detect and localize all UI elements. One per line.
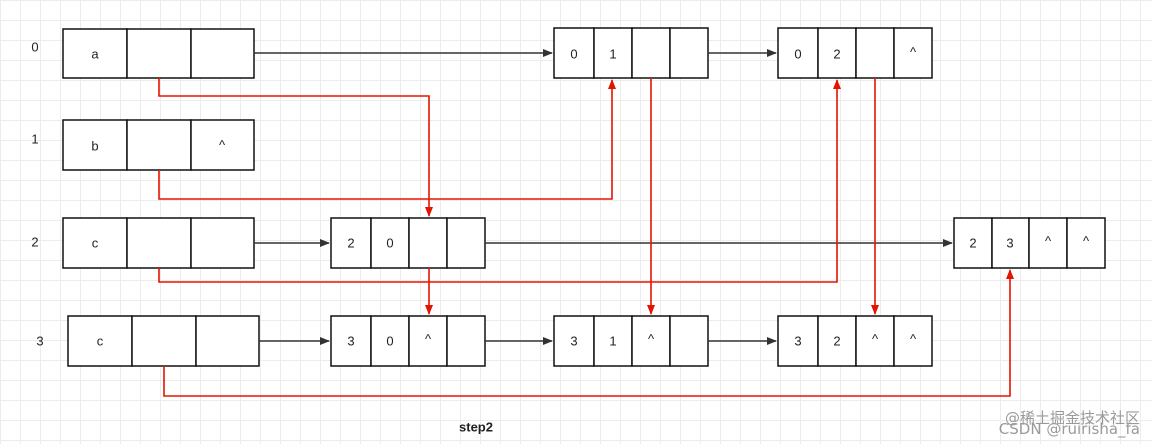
headvex-text: 1: [609, 334, 616, 349]
tailvex-text: 3: [570, 334, 577, 349]
hlink-cell: [631, 315, 671, 367]
tailvex-cell: [777, 315, 819, 367]
null-pointer-text: ^: [910, 332, 917, 347]
firstout-cell: [190, 217, 255, 269]
null-pointer-text: ^: [1045, 234, 1052, 249]
arc-node-2-3: 2 3 ^ ^: [953, 217, 1106, 269]
null-pointer-text: ^: [425, 332, 432, 347]
hlink-cell: [408, 217, 448, 269]
tlink-cell: [669, 315, 709, 367]
out-list-arrows: [254, 49, 953, 345]
tailvex-cell: [777, 27, 819, 79]
tailvex-cell: [553, 315, 595, 367]
firstout-cell: [190, 28, 255, 79]
vertex-data-cell: [62, 28, 128, 79]
vertex-node-1: b ^: [62, 119, 255, 171]
hlink-cell: [855, 27, 895, 79]
row-index-label-2: 2: [31, 235, 38, 250]
vertex-data-cell: [62, 119, 128, 171]
firstout-cell: [190, 119, 255, 171]
firstin-cell: [131, 315, 197, 367]
row-index-label-3: 3: [36, 334, 43, 349]
headvex-cell: [991, 217, 1030, 269]
firstin-cell: [126, 28, 192, 79]
arc-node-3-2: 3 2 ^ ^: [777, 315, 933, 367]
vertex-node-0: a: [62, 28, 255, 79]
vertex-node-3: c: [67, 315, 260, 367]
null-pointer-text: ^: [219, 138, 226, 153]
arrow-a-firstin-to-arc20: [158, 78, 433, 217]
tailvex-text: 2: [969, 236, 976, 251]
arc-node-2-0: 2 0: [330, 217, 486, 269]
headvex-text: 0: [386, 334, 393, 349]
step-caption: step2: [459, 420, 493, 435]
arrow-row3-firstin-to-arc23: [163, 269, 1014, 397]
firstin-cell: [126, 119, 192, 171]
row-index-label-1: 1: [31, 132, 38, 147]
tlink-cell: [893, 315, 933, 367]
null-pointer-text: ^: [872, 332, 879, 347]
tailvex-cell: [553, 27, 595, 79]
headvex-text: 2: [833, 334, 840, 349]
headvex-cell: [593, 315, 633, 367]
hlink-cell: [631, 27, 671, 79]
null-pointer-text: ^: [910, 45, 917, 60]
headvex-cell: [370, 217, 410, 269]
hlink-cell: [408, 315, 448, 367]
watermark-line-1: @稀土掘金技术社区: [1005, 409, 1140, 427]
arc-node-3-1: 3 1 ^: [553, 315, 709, 367]
null-pointer-text: ^: [648, 332, 655, 347]
tlink-cell: [669, 27, 709, 79]
vertex-node-2: c: [62, 217, 255, 269]
vertex-data-text: c: [97, 334, 104, 349]
tailvex-text: 0: [794, 47, 801, 62]
tailvex-text: 0: [570, 47, 577, 62]
headvex-text: 2: [833, 47, 840, 62]
tlink-cell: [1066, 217, 1106, 269]
tlink-cell: [893, 27, 933, 79]
headvex-text: 0: [386, 236, 393, 251]
arc-node-0-2: 0 2 ^: [777, 27, 933, 79]
arc-node-3-0: 3 0 ^: [330, 315, 486, 367]
watermark-line-2: CSDN @ruirisha_fa: [999, 420, 1140, 439]
headvex-text: 3: [1006, 236, 1013, 251]
tailvex-text: 3: [794, 334, 801, 349]
tailvex-text: 2: [347, 236, 354, 251]
arc-node-0-1: 0 1: [553, 27, 709, 79]
firstout-cell: [195, 315, 260, 367]
in-list-arrows: [158, 78, 1014, 397]
tailvex-cell: [953, 217, 993, 269]
vertex-data-text: c: [92, 236, 99, 251]
null-pointer-text: ^: [1083, 234, 1090, 249]
headvex-text: 1: [609, 47, 616, 62]
row-index-label-0: 0: [31, 40, 38, 55]
vertex-data-cell: [67, 315, 133, 367]
arrow-c-firstin-to-arc02: [158, 79, 841, 283]
hlink-cell: [855, 315, 895, 367]
vertex-data-text: a: [91, 47, 99, 62]
tlink-cell: [446, 217, 486, 269]
arrow-b-firstin-to-arc01: [158, 79, 616, 200]
tlink-cell: [446, 315, 486, 367]
headvex-cell: [593, 27, 633, 79]
firstin-cell: [126, 217, 192, 269]
headvex-cell: [817, 27, 857, 79]
vertex-data-text: b: [91, 139, 98, 154]
tailvex-text: 3: [347, 334, 354, 349]
watermark: @稀土掘金技术社区 CSDN @ruirisha_fa: [999, 409, 1140, 439]
tailvex-cell: [330, 315, 372, 367]
